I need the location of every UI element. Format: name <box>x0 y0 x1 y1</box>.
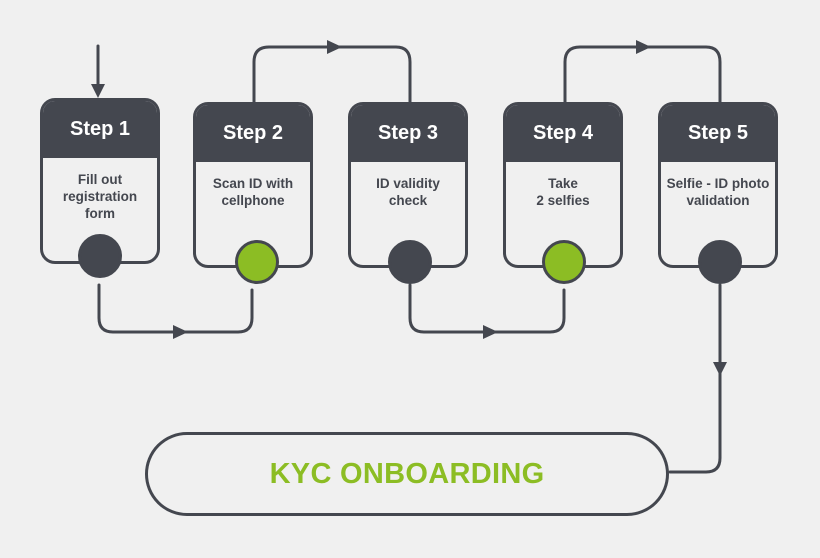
step-2-dot <box>235 240 279 284</box>
step-4-dot <box>542 240 586 284</box>
step-2-title: Step 2 <box>196 105 310 162</box>
arrowhead-3-4 <box>483 325 498 339</box>
connector-step4-step5 <box>563 45 722 105</box>
step-4-description: Take 2 selfies <box>536 176 590 208</box>
connector-step1-step2 <box>97 283 254 334</box>
arrowhead-entry <box>91 84 105 98</box>
step-3-title: Step 3 <box>351 105 465 162</box>
arrowhead-5-result <box>713 362 727 376</box>
step-3-description: ID validity check <box>376 176 440 208</box>
step-5-title: Step 5 <box>661 105 775 162</box>
step-5-description: Selfie - ID photo validation <box>666 176 770 208</box>
step-1-dot <box>78 234 122 278</box>
connector-step2-step3 <box>252 45 412 105</box>
step-3-dot <box>388 240 432 284</box>
step-1-description: Fill out registration form <box>62 172 138 221</box>
arrowhead-2-3 <box>327 40 342 54</box>
arrowhead-4-5 <box>636 40 651 54</box>
kyc-onboarding-label: KYC ONBOARDING <box>269 457 545 490</box>
connector-step5-result <box>668 283 722 474</box>
step-5-dot <box>698 240 742 284</box>
connector-step3-step4 <box>408 283 566 334</box>
arrowhead-1-2 <box>173 325 188 339</box>
step-4-title: Step 4 <box>506 105 620 162</box>
step-2-description: Scan ID with cellphone <box>212 176 294 208</box>
kyc-onboarding-result: KYC ONBOARDING <box>145 432 669 516</box>
step-1-title: Step 1 <box>43 101 157 158</box>
